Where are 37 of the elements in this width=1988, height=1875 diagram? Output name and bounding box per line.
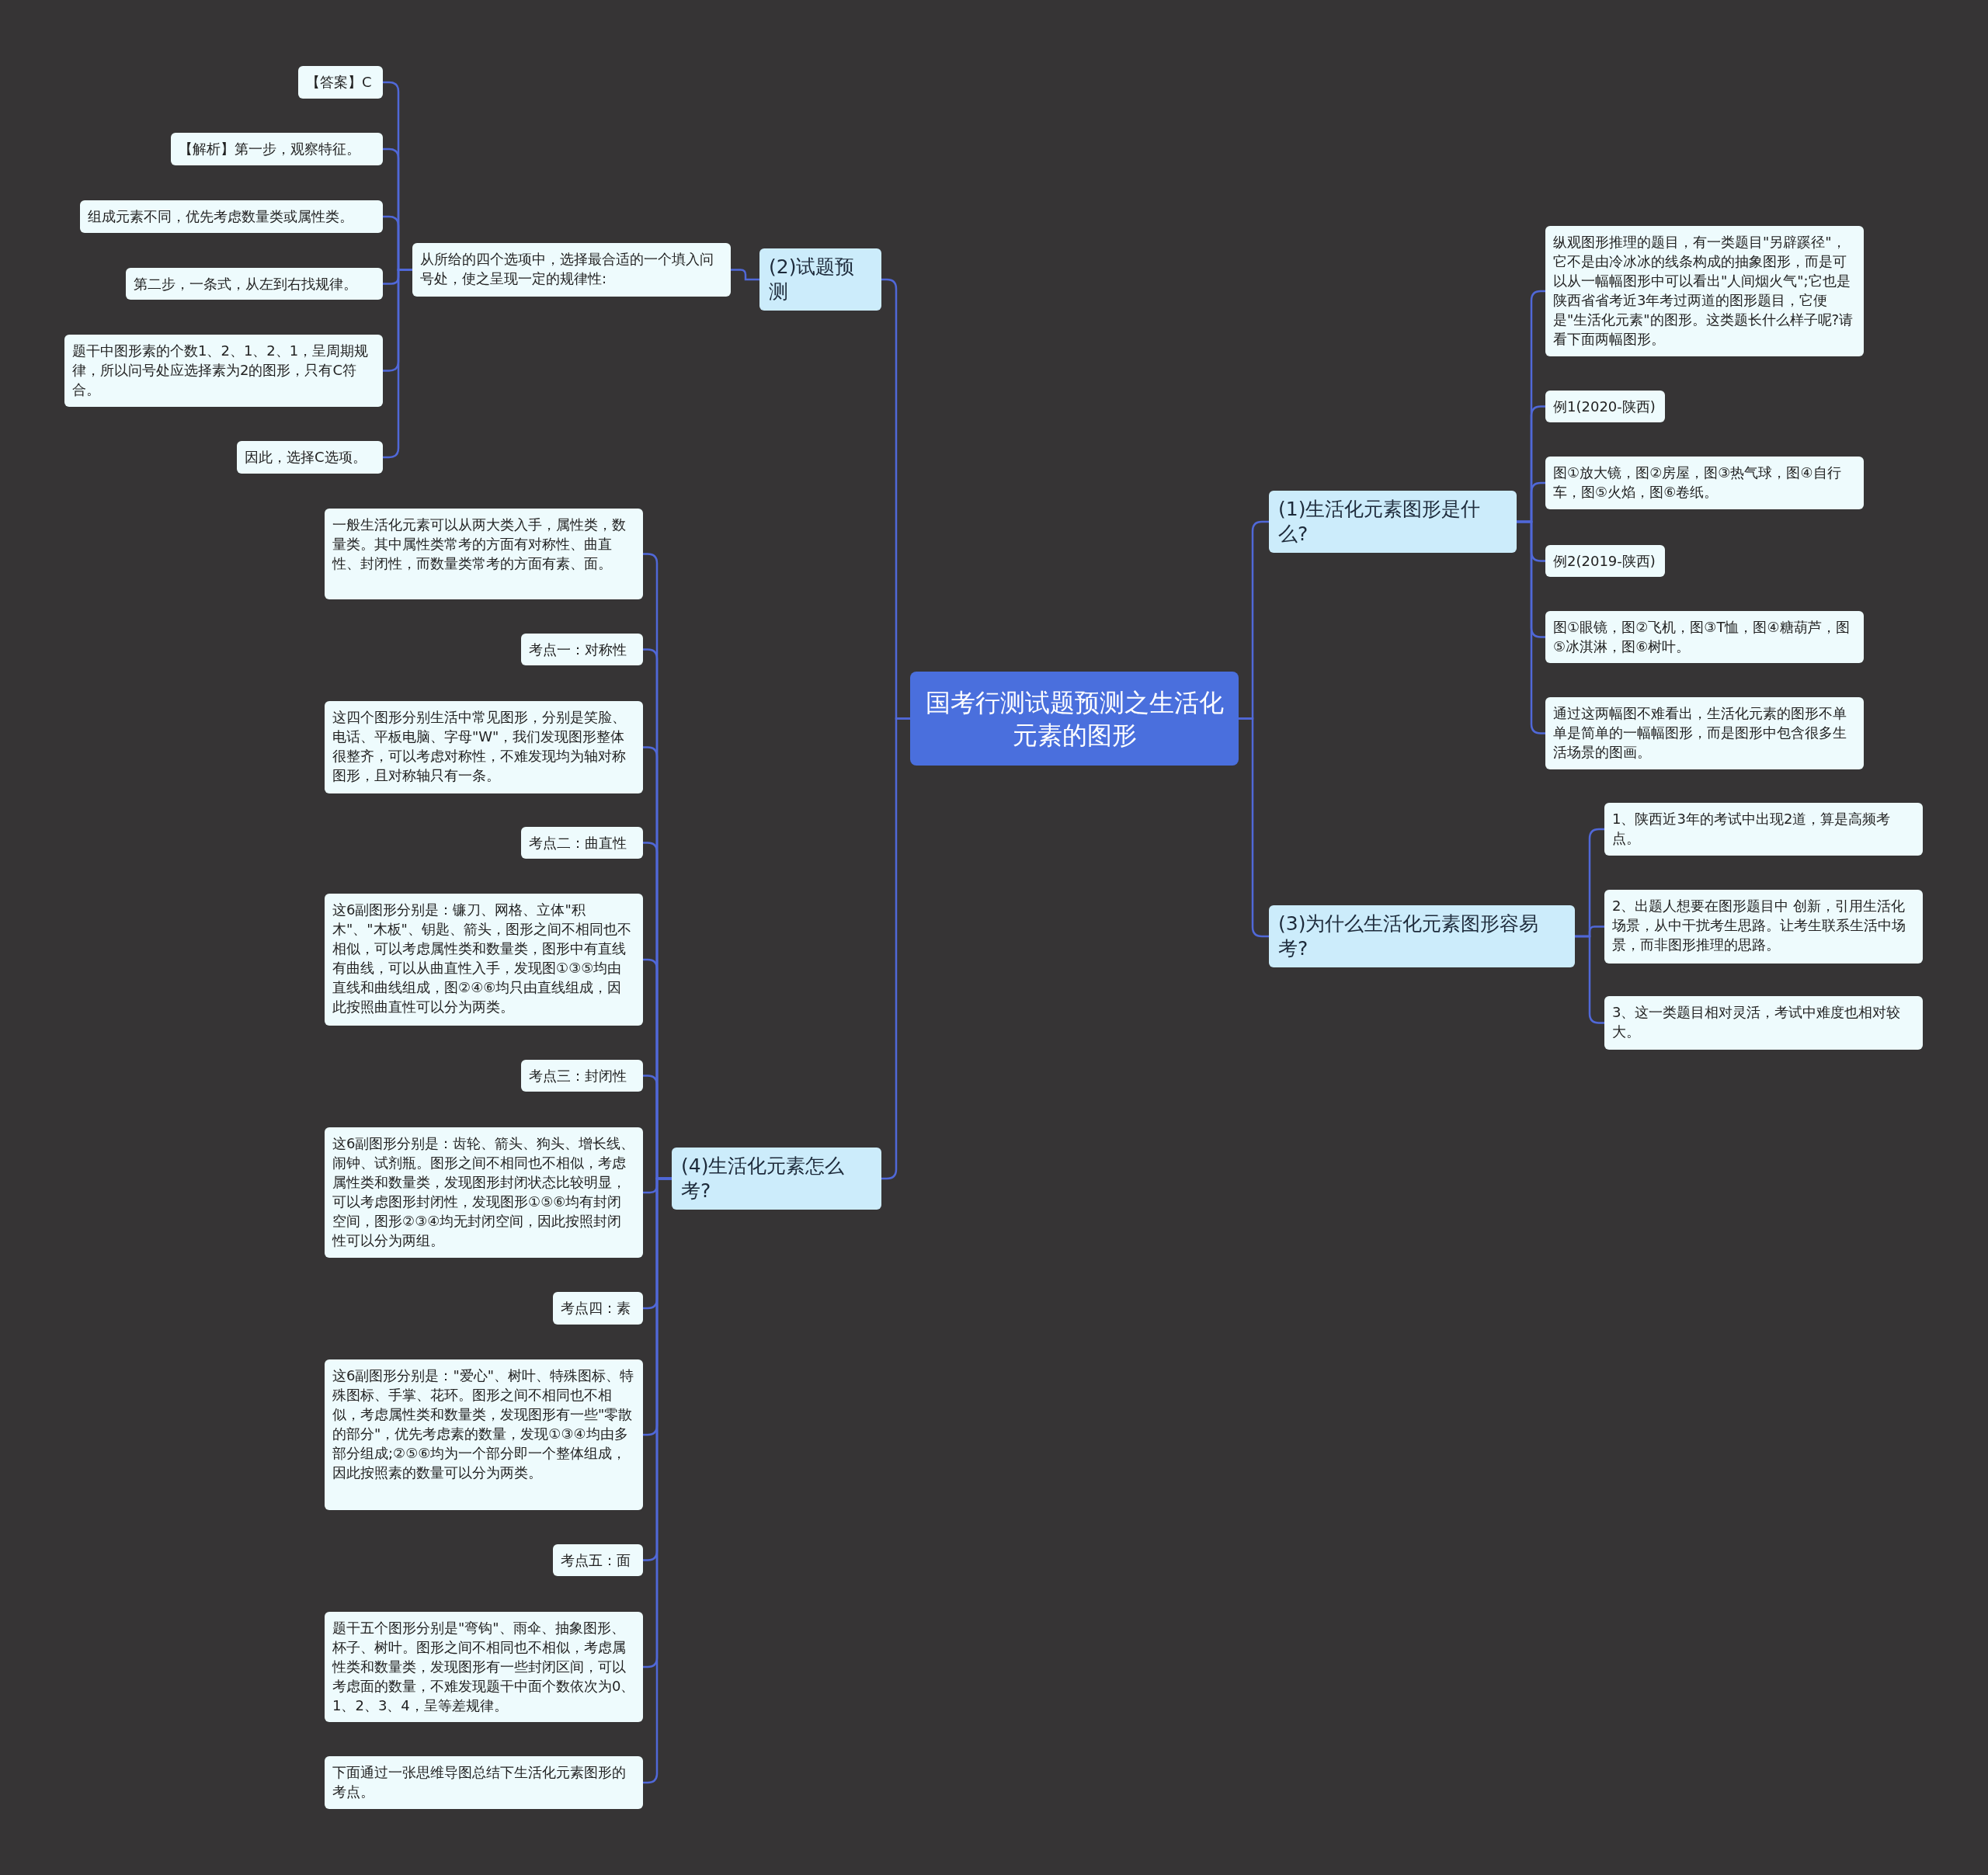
connector-line [1239, 717, 1269, 938]
subtopic-box: 图①放大镜，图②房屋，图③热气球，图④自行车，图⑤火焰，图⑥卷纸。 [1545, 457, 1864, 509]
subtopic-box: 图①眼镜，图②飞机，图③T恤，图④糖葫芦，图⑤冰淇淋，图⑥树叶。 [1545, 611, 1864, 663]
central-topic: 国考行测试题预测之生活化元素的图形 [910, 672, 1239, 766]
subtopic-box: 一般生活化元素可以从两大类入手，属性类，数量类。其中属性类常考的方面有对称性、曲直性、封闭性，而数量类常考的方面有素、面。 [325, 509, 643, 599]
subtopic-box: 通过这两幅图不难看出，生活化元素的图形不单单是简单的一幅幅图形，而是图形中包含很多生活场景的图画。 [1545, 697, 1864, 769]
subtopic-box: 这6副图形分别是："爱心"、树叶、特殊图标、特殊图标、手掌、花环。图形之间不相同也不相似，考虑属性类和数量类，发现图形有一些"零散的部分"，优先考虑素的数量，发现①③④均由多部分组成;②⑤⑥均为一个部分即一个整体组成，因此按照素的数量可以分为两类。 [325, 1359, 643, 1510]
subtopic-box: 3、这一类题目相对灵活，考试中难度也相对较大。 [1604, 996, 1923, 1050]
subtopic-box: 下面通过一张思维导图总结下生活化元素图形的考点。 [325, 1756, 643, 1809]
subtopic-box: 【解析】第一步，观察特征。 [171, 133, 383, 165]
subtopic-box: 1、陕西近3年的考试中出现2道，算是高频考点。 [1604, 803, 1923, 856]
connector-line [383, 269, 412, 459]
subtopic-box: 题干中图形素的个数1、2、1、2、1，呈周期规律，所以问号处应选择素为2的图形，只有C符合。 [64, 335, 383, 407]
subtopic-box: 题干五个图形分别是"弯钩"、雨伞、抽象图形、杯子、树叶。图形之间不相同也不相似，考虑属性类和数量类，发现图形有一些封闭区间，可以考虑面的数量，不难发现题干中面个数依次为0、1、2、3、4，呈等差规律。 [325, 1612, 643, 1722]
connector-line [731, 269, 759, 281]
connector-line [1575, 935, 1604, 1024]
subtopic-box: 例2(2019-陕西) [1545, 545, 1665, 577]
branch-topic: (4)生活化元素怎么考? [672, 1148, 881, 1210]
subtopic-box: 考点四：素 [553, 1292, 643, 1325]
subtopic-box: 这四个图形分别生活中常见图形，分别是笑脸、电话、平板电脑、字母"W"，我们发现图形整体很整齐，可以考虑对称性，不难发现均为轴对称图形，且对称轴只有一条。 [325, 701, 643, 793]
subtopic-box: 这6副图形分别是：齿轮、箭头、狗头、增长线、闹钟、试剂瓶。图形之间不相同也不相似，考虑属性类和数量类，发现图形封闭状态比较明显，可以考虑图形封闭性，发现图形①⑤⑥均有封闭空间，图形②③④均无封闭空间，因此按照封闭性可以分为两组。 [325, 1127, 643, 1258]
branch-topic: (3)为什么生活化元素图形容易考? [1269, 905, 1575, 967]
subtopic-box: 纵观图形推理的题目，有一类题目"另辟蹊径"，它不是由冷冰冰的线条构成的抽象图形，而是可以从一幅幅图形中可以看出"人间烟火气";它也是陕西省省考近3年考过两道的图形题目，它便是"生活化元素"的图形。这类题长什么样子呢?请看下面两幅图形。 [1545, 226, 1864, 356]
branch-topic: (1)生活化元素图形是什么? [1269, 491, 1517, 553]
branch-topic: (2)试题预测 [759, 248, 881, 311]
subtopic-box: 因此，选择C选项。 [237, 441, 383, 474]
subtopic-box: 2、出题人想要在图形题目中 创新，引用生活化场景，从中干扰考生思路。让考生联系生活中场景，而非图形推理的思路。 [1604, 890, 1923, 964]
subtopic-box: 【答案】C [298, 66, 383, 99]
subtopic-box: 从所给的四个选项中，选择最合适的一个填入问号处，使之呈现一定的规律性: [412, 243, 731, 297]
subtopic-box: 第二步，一条式，从左到右找规律。 [126, 268, 383, 300]
subtopic-box: 例1(2020-陕西) [1545, 391, 1665, 422]
subtopic-box: 考点五：面 [553, 1544, 643, 1576]
subtopic-box: 组成元素不同，优先考虑数量类或属性类。 [80, 200, 383, 233]
subtopic-box: 这6副图形分别是：镰刀、网格、立体"积木"、"木板"、钥匙、箭头，图形之间不相同也不相似，可以考虑属性类和数量类，图形中有直线有曲线，可以从曲直性入手，发现图①③⑤均由直线和曲线组成，图②④⑥均只由直线组成，因此按照曲直性可以分为两类。 [325, 894, 643, 1026]
subtopic-box: 考点一：对称性 [521, 634, 643, 665]
subtopic-box: 考点二：曲直性 [521, 827, 643, 859]
subtopic-box: 考点三：封闭性 [521, 1060, 643, 1092]
